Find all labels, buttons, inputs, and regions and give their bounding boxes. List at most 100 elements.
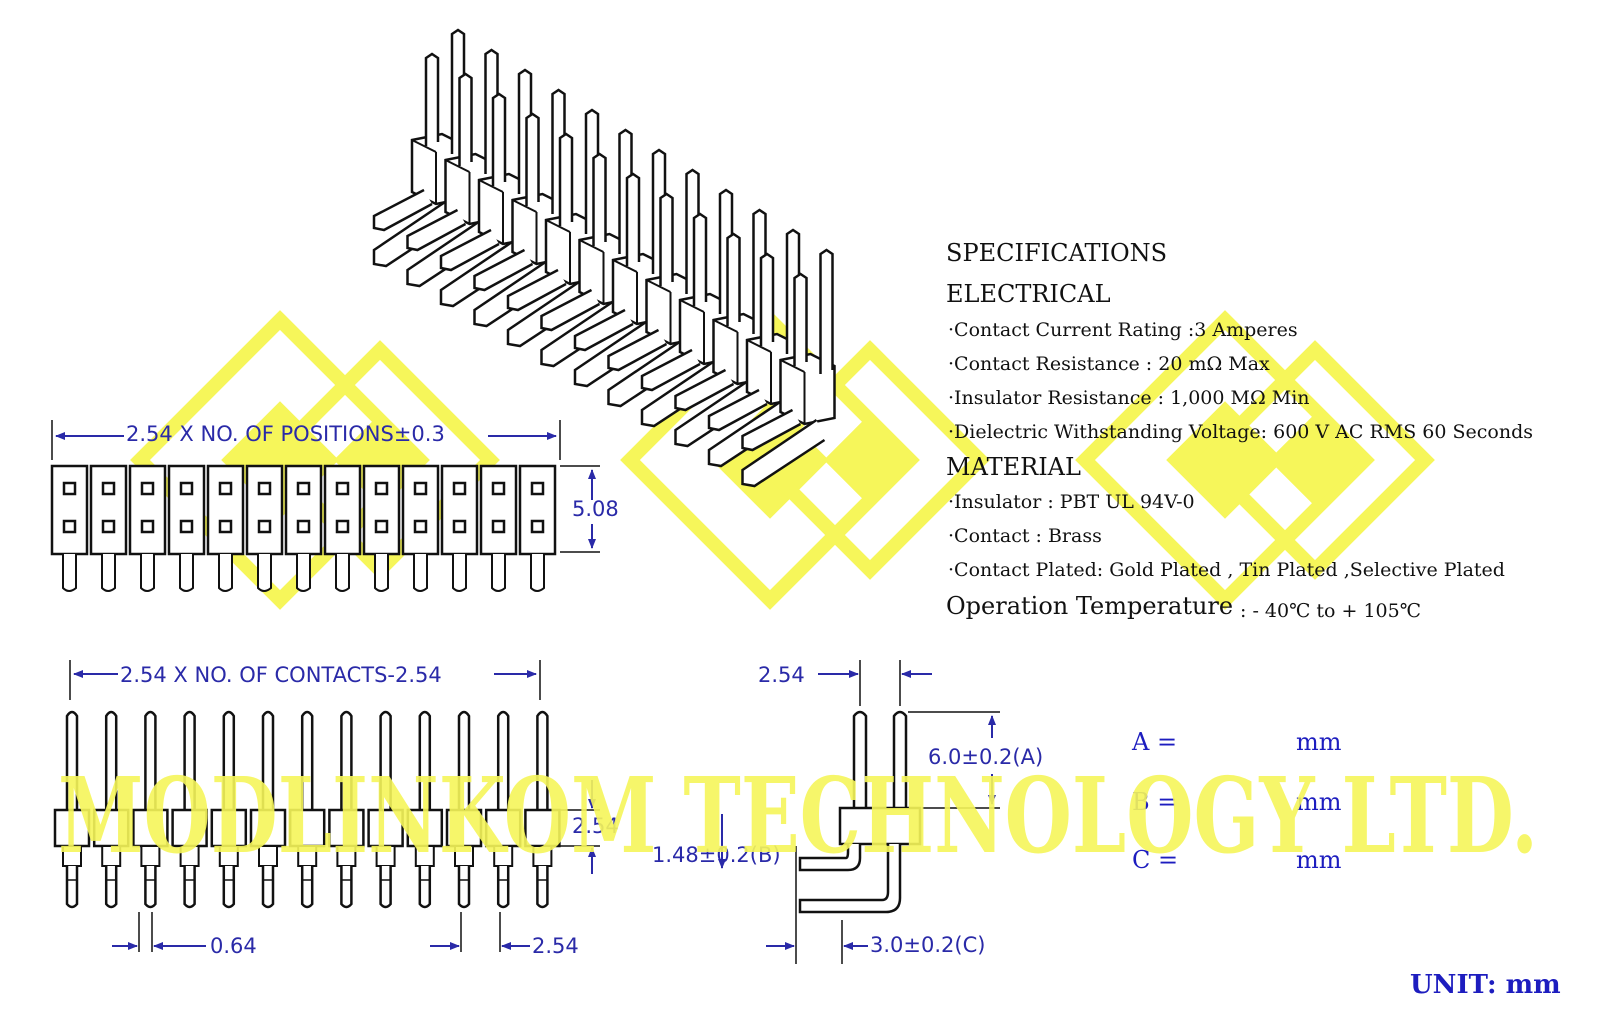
side-pin-front <box>852 710 868 810</box>
dim-a: 6.0±0.2(A) <box>928 745 1043 769</box>
iso-bent-pin-upper <box>707 388 768 432</box>
housing-cell <box>479 464 518 556</box>
pin-square <box>140 481 155 496</box>
watermark-diamond <box>620 310 920 610</box>
pin-tail <box>530 554 545 592</box>
housing-cell <box>167 464 206 556</box>
pin-lower <box>496 866 510 909</box>
pin-lower <box>222 866 236 909</box>
pin-square <box>335 519 350 534</box>
pin-tail <box>335 554 350 592</box>
pin-tail <box>491 554 506 592</box>
pin-upper <box>144 710 157 810</box>
spec-contact: ·Contact : Brass <box>948 525 1102 547</box>
pin-tail <box>62 554 77 592</box>
housing-cell <box>89 464 128 556</box>
iso-pin-front <box>458 72 473 166</box>
iso-edge <box>780 359 805 373</box>
iso-edge <box>545 219 571 233</box>
abc-a-label: A = <box>1131 728 1177 756</box>
pin-square <box>101 481 116 496</box>
pin-upper <box>379 710 392 810</box>
housing-cell <box>284 464 323 556</box>
pin-lower <box>144 866 157 909</box>
watermark-diamond-core <box>1268 413 1362 507</box>
pin-upper <box>104 710 118 810</box>
iso-bent-pin-upper <box>473 248 534 292</box>
pin-lower <box>536 866 549 909</box>
pin-square <box>140 519 155 534</box>
pin-square <box>296 481 311 496</box>
abc-a-unit: mm <box>1296 728 1342 756</box>
spec-current-rating: ·Contact Current Rating :3 Amperes <box>948 319 1298 341</box>
pin-upper <box>183 710 196 810</box>
iso-bent-pin-upper <box>607 328 668 372</box>
pin-square <box>491 481 506 496</box>
iso-edge <box>411 139 437 153</box>
pin-upper <box>300 710 314 810</box>
housing-block <box>249 808 287 848</box>
electrical-heading: ELECTRICAL <box>946 280 1111 308</box>
housing-cell <box>206 464 245 556</box>
pin-square <box>257 481 272 496</box>
pin-square <box>101 519 116 534</box>
iso-edge <box>478 179 504 193</box>
iso-pin-front <box>592 152 607 246</box>
pin-upper <box>222 710 236 810</box>
iso-bent-pin-lower <box>741 418 826 488</box>
pin-square <box>296 519 311 534</box>
pin-upper <box>457 710 471 810</box>
pin-tail <box>140 554 155 592</box>
housing-block <box>210 808 248 848</box>
abc-b-label: B = <box>1132 788 1177 816</box>
side-pin-back <box>892 710 908 810</box>
abc-table: A = mm B = mm C = mm <box>1131 728 1342 874</box>
operation-temperature-value: : - 40℃ to + 105℃ <box>1240 600 1421 622</box>
side-bent-pin-c <box>798 844 902 914</box>
pin-lower <box>379 866 392 909</box>
pin-square <box>413 519 428 534</box>
housing-cell <box>128 464 167 556</box>
iso-pin-front <box>525 112 540 206</box>
pin-square <box>374 519 389 534</box>
iso-pin-front <box>659 192 674 286</box>
dim-b: 1.48±0.2(B) <box>652 843 781 867</box>
pin-square <box>62 481 77 496</box>
pin-lower <box>300 866 314 909</box>
pin-upper <box>418 710 432 810</box>
pin-upper <box>496 710 510 810</box>
iso-bent-pin-upper <box>540 288 601 332</box>
watermark-text: MODLINKOM TECHNOLOGY LTD. <box>58 754 1538 877</box>
dim-pitch-top: 2.54 <box>758 663 805 687</box>
housing-block <box>406 808 444 848</box>
pin-upper <box>65 710 79 810</box>
iso-edge <box>612 259 638 273</box>
watermark-diamond-core <box>1166 401 1284 519</box>
side-bent-pin-b <box>798 844 862 872</box>
iso-bent-pin-upper <box>406 208 467 252</box>
iso-edge <box>746 339 772 353</box>
pin-square <box>452 481 467 496</box>
pin-square <box>413 481 428 496</box>
iso-bent-pin-upper <box>372 188 433 232</box>
material-heading: MATERIAL <box>946 453 1081 481</box>
iso-edge <box>512 199 537 213</box>
iso-edge <box>713 319 738 333</box>
housing-cell <box>245 464 284 556</box>
iso-edge <box>646 279 671 293</box>
iso-pin-front <box>726 232 741 326</box>
iso-bent-pin-upper <box>741 408 802 452</box>
unit-label: UNIT: mm <box>1410 970 1561 1000</box>
housing-block <box>288 808 326 848</box>
pin-square <box>530 481 545 496</box>
iso-pin-front <box>424 52 440 146</box>
iso-bent-pin-upper <box>506 268 567 312</box>
spec-dielectric-voltage: ·Dielectric Withstanding Voltage: 600 V … <box>948 421 1533 443</box>
housing-block <box>92 808 130 848</box>
pin-upper <box>536 710 549 810</box>
iso-pin-front <box>692 212 708 306</box>
watermark-diamond <box>1195 340 1435 580</box>
pin-tail <box>452 554 467 592</box>
housing-cell <box>440 464 479 556</box>
